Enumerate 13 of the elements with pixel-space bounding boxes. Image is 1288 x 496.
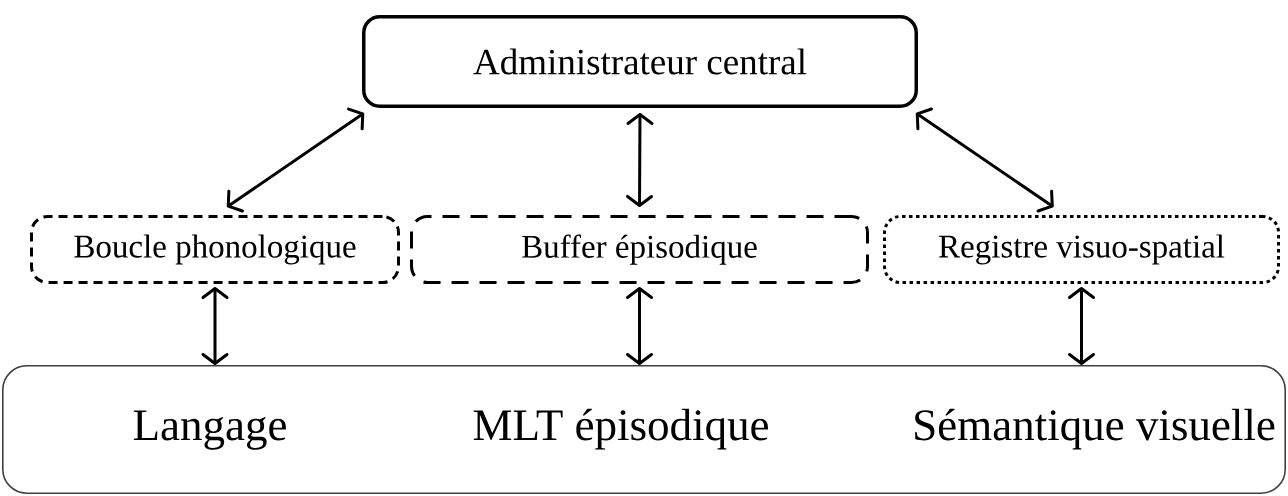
dotted-box: Registre visuo-spatial	[883, 215, 1280, 284]
double-arrow	[201, 287, 229, 365]
rounded-box: Administrateur central	[362, 15, 918, 108]
dashed-box: Boucle phonologique	[30, 215, 400, 284]
box-label: Sémantique visuelle	[915, 408, 1275, 450]
box-label: MLT épisodique	[473, 408, 768, 450]
double-arrow	[226, 107, 365, 213]
double-arrow	[626, 287, 653, 365]
dashed-box: Buffer épisodique	[410, 215, 869, 284]
box-label: Langage	[133, 410, 286, 450]
double-arrow	[1068, 287, 1095, 365]
double-arrow	[626, 113, 654, 207]
double-arrow	[915, 107, 1054, 213]
